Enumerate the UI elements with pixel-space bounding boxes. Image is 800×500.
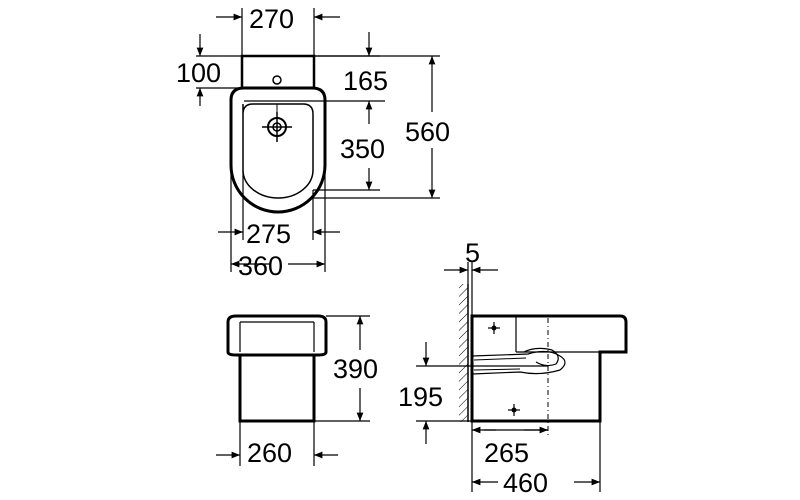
front-view: 390 260 bbox=[216, 314, 378, 468]
dim-label-390: 390 bbox=[333, 354, 378, 384]
dim-350: 350 bbox=[313, 134, 385, 191]
dim-label-265: 265 bbox=[484, 438, 529, 468]
dim-360: 360 bbox=[230, 165, 326, 281]
dim-label-460: 460 bbox=[503, 468, 548, 498]
dim-260: 260 bbox=[216, 421, 338, 468]
fixing-top bbox=[488, 322, 500, 334]
dim-label-275: 275 bbox=[246, 219, 291, 249]
dim-560: 560 bbox=[313, 55, 450, 199]
dim-label-195: 195 bbox=[398, 382, 443, 412]
dim-label-165: 165 bbox=[343, 66, 388, 96]
dim-label-360: 360 bbox=[238, 251, 283, 281]
fixing-bottom bbox=[508, 404, 520, 416]
dim-165: 165 bbox=[244, 32, 388, 124]
dim-5: 5 bbox=[444, 238, 498, 316]
dim-195: 195 bbox=[398, 342, 548, 444]
dim-label-5: 5 bbox=[465, 238, 480, 268]
tap-hole-symbol bbox=[262, 104, 292, 142]
side-view: 5 195 265 460 bbox=[398, 238, 628, 498]
dim-275: 275 bbox=[218, 170, 340, 249]
waste-pipe bbox=[471, 350, 566, 375]
dim-265: 265 bbox=[471, 421, 548, 492]
side-view-body bbox=[470, 314, 628, 423]
front-view-pedestal bbox=[238, 353, 316, 423]
dim-label-560: 560 bbox=[405, 117, 450, 147]
front-view-top bbox=[226, 314, 328, 357]
wall-hatch bbox=[459, 284, 468, 422]
dim-label-100: 100 bbox=[176, 58, 221, 88]
dim-label-270: 270 bbox=[249, 4, 294, 34]
dim-label-350: 350 bbox=[340, 134, 385, 164]
dim-460: 460 bbox=[472, 421, 601, 498]
dim-390: 390 bbox=[314, 315, 378, 422]
top-view: 270 100 165 560 bbox=[176, 4, 450, 281]
top-view-bowl-inner bbox=[242, 103, 314, 199]
tank-fixing-hole bbox=[272, 75, 282, 85]
top-view-bowl-outer bbox=[229, 86, 327, 214]
dim-100: 100 bbox=[176, 34, 242, 106]
dim-270: 270 bbox=[216, 4, 340, 56]
dim-label-260: 260 bbox=[247, 438, 292, 468]
